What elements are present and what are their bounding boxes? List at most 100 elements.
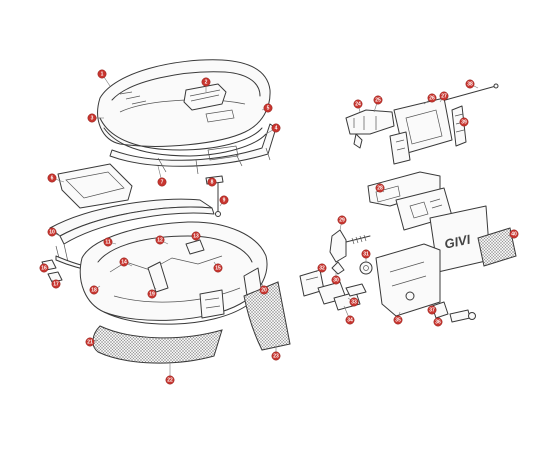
right-mesh-reflector	[477, 227, 517, 267]
callout-number: 8	[211, 179, 214, 185]
callout-badge: 6	[47, 173, 57, 183]
callout-badge: 27	[439, 91, 449, 101]
callout-dot	[97, 69, 107, 79]
callout-number: 14	[121, 259, 127, 265]
callout-number: 17	[53, 281, 59, 287]
callout-number: 23	[273, 353, 279, 359]
callout-number: 34	[347, 317, 353, 323]
callout-dot	[259, 285, 269, 295]
callout-badge: 10	[47, 227, 57, 237]
callout-badge: 36	[433, 317, 443, 327]
case-lid	[97, 59, 271, 157]
callout-badge: 4	[271, 123, 281, 133]
callout-badge: 19	[147, 289, 157, 299]
callout-dot	[331, 275, 341, 285]
latch-hook	[329, 229, 347, 275]
lid-inner-panel	[57, 163, 133, 209]
callout-dot	[201, 77, 211, 87]
callout-number: 21	[87, 339, 93, 345]
callout-badge: 22	[165, 375, 175, 385]
callout-badge: 21	[85, 337, 95, 347]
callout-number: 4	[275, 125, 278, 131]
callout-badge: 14	[119, 257, 129, 267]
callout-number: 40	[511, 231, 517, 237]
callout-dot	[393, 315, 403, 325]
callout-badge: 32	[317, 263, 327, 273]
callout-number: 10	[49, 229, 55, 235]
callout-number: 12	[157, 237, 163, 243]
callout-number: 38	[467, 81, 473, 87]
key-cylinder	[431, 301, 476, 323]
callout-dot	[353, 99, 363, 109]
spring-pin	[345, 234, 371, 245]
upper-lock-plate	[389, 97, 453, 165]
callout-badge: 5	[263, 103, 273, 113]
callout-dot	[427, 305, 437, 315]
callout-badge: 23	[271, 351, 281, 361]
callout-dot	[337, 215, 347, 225]
callout-badge: 2	[201, 77, 211, 87]
callout-dot	[103, 237, 113, 247]
callout-badge: 11	[103, 237, 113, 247]
lock-housing	[375, 243, 441, 317]
callout-badge: 16	[39, 263, 49, 273]
side-ribbed-clip	[451, 105, 467, 147]
callout-number: 35	[395, 317, 401, 323]
lock-slide-rod	[437, 83, 499, 103]
callout-dot	[433, 317, 443, 327]
callout-dot	[85, 337, 95, 347]
callout-badge: 9	[219, 195, 229, 205]
callout-number: 36	[435, 319, 441, 325]
callout-badge: 29	[337, 215, 347, 225]
callout-dot	[271, 351, 281, 361]
callout-badge: 35	[393, 315, 403, 325]
callout-badge: 28	[375, 183, 385, 193]
callout-number: 7	[161, 179, 164, 185]
callout-badge: 39	[459, 117, 469, 127]
callout-dot	[147, 289, 157, 299]
callout-dot	[345, 315, 355, 325]
callout-number: 32	[319, 265, 325, 271]
callout-badge: 33	[349, 297, 359, 307]
callout-badge: 40	[509, 229, 519, 239]
callout-number: 22	[167, 377, 173, 383]
callout-number: 24	[355, 101, 361, 107]
callout-dot	[317, 263, 327, 273]
callout-number: 15	[215, 265, 221, 271]
callout-badge: 24	[353, 99, 363, 109]
callout-number: 30	[333, 277, 339, 283]
callout-dot	[165, 375, 175, 385]
callout-number: 33	[351, 299, 357, 305]
callout-badge: 3	[87, 113, 97, 123]
upper-mount-bracket	[345, 109, 395, 149]
callout-dot	[51, 279, 61, 289]
callout-badge: 20	[259, 285, 269, 295]
callout-dot	[207, 177, 217, 187]
callout-badge: 15	[213, 263, 223, 273]
front-mesh-liner	[92, 325, 223, 364]
callout-number: 9	[223, 197, 226, 203]
callout-badge: 7	[157, 177, 167, 187]
callout-number: 25	[375, 97, 381, 103]
callout-dot	[263, 103, 273, 113]
callout-badge: 38	[465, 79, 475, 89]
callout-number: 29	[339, 217, 345, 223]
callout-dot	[373, 95, 383, 105]
callout-badge: 37	[427, 305, 437, 315]
callout-number: 28	[377, 185, 383, 191]
callout-dot	[349, 297, 359, 307]
callout-number: 11	[105, 239, 111, 245]
callout-dot	[87, 113, 97, 123]
callout-dot	[47, 227, 57, 237]
lower-lever	[345, 283, 367, 297]
callout-number: 31	[363, 251, 369, 257]
callout-dot	[39, 263, 49, 273]
callout-number: 20	[261, 287, 267, 293]
callout-number: 6	[51, 175, 54, 181]
callout-dot	[47, 173, 57, 183]
callout-dot	[427, 93, 437, 103]
callout-dot	[439, 91, 449, 101]
callout-dot	[375, 183, 385, 193]
callout-number: 13	[193, 233, 199, 239]
